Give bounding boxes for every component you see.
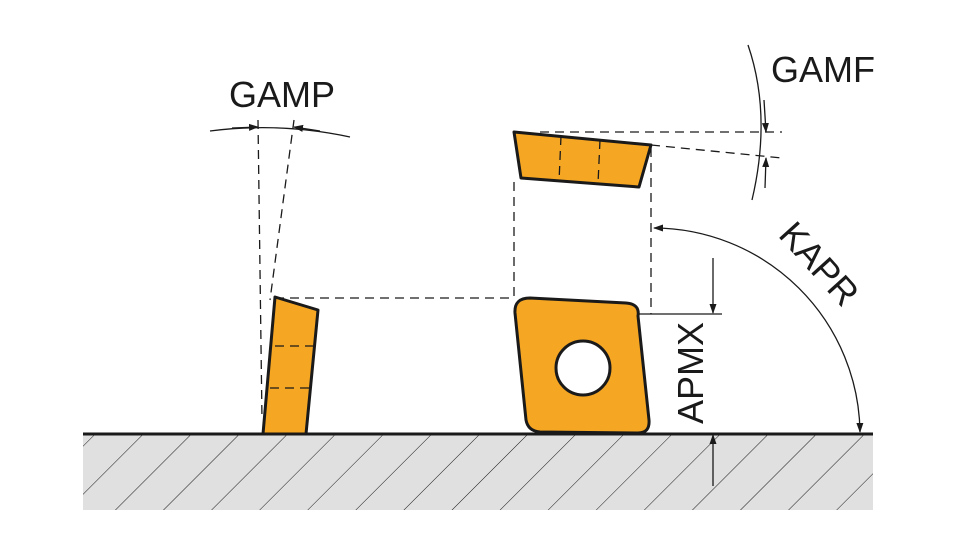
- gamp-arc: [209, 127, 351, 138]
- workpiece: [83, 432, 873, 510]
- apmx-label: APMX: [670, 322, 711, 424]
- gamf-top-arrow: [761, 99, 769, 133]
- gamf-label: GAMF: [771, 49, 875, 90]
- side-insert-body: [261, 295, 320, 436]
- front-insert-hole: [554, 339, 612, 397]
- front-view-insert: [513, 296, 651, 435]
- top-insert-hidden-line: [558, 135, 562, 183]
- gamp-left-arrow: [231, 123, 259, 131]
- gamp-tilted-line: [269, 119, 295, 301]
- gamp-reference-line: [257, 119, 263, 421]
- kapr-arc: [653, 224, 864, 433]
- gamf-arc: [747, 44, 762, 201]
- gamf-tilted-line: [650, 144, 783, 159]
- top-view-insert: GAMF: [512, 44, 875, 201]
- gamp-right-arrow: [293, 124, 321, 132]
- top-insert-body: [512, 130, 653, 189]
- workpiece-hatching: [83, 434, 873, 510]
- gamp-label: GAMP: [229, 74, 335, 115]
- side-view-insert: GAMP: [209, 74, 351, 436]
- kapr-label: KAPR: [771, 213, 867, 313]
- projection-lines: [275, 148, 652, 314]
- gamf-bottom-arrow: [762, 157, 770, 189]
- top-insert-hidden-line: [597, 139, 601, 185]
